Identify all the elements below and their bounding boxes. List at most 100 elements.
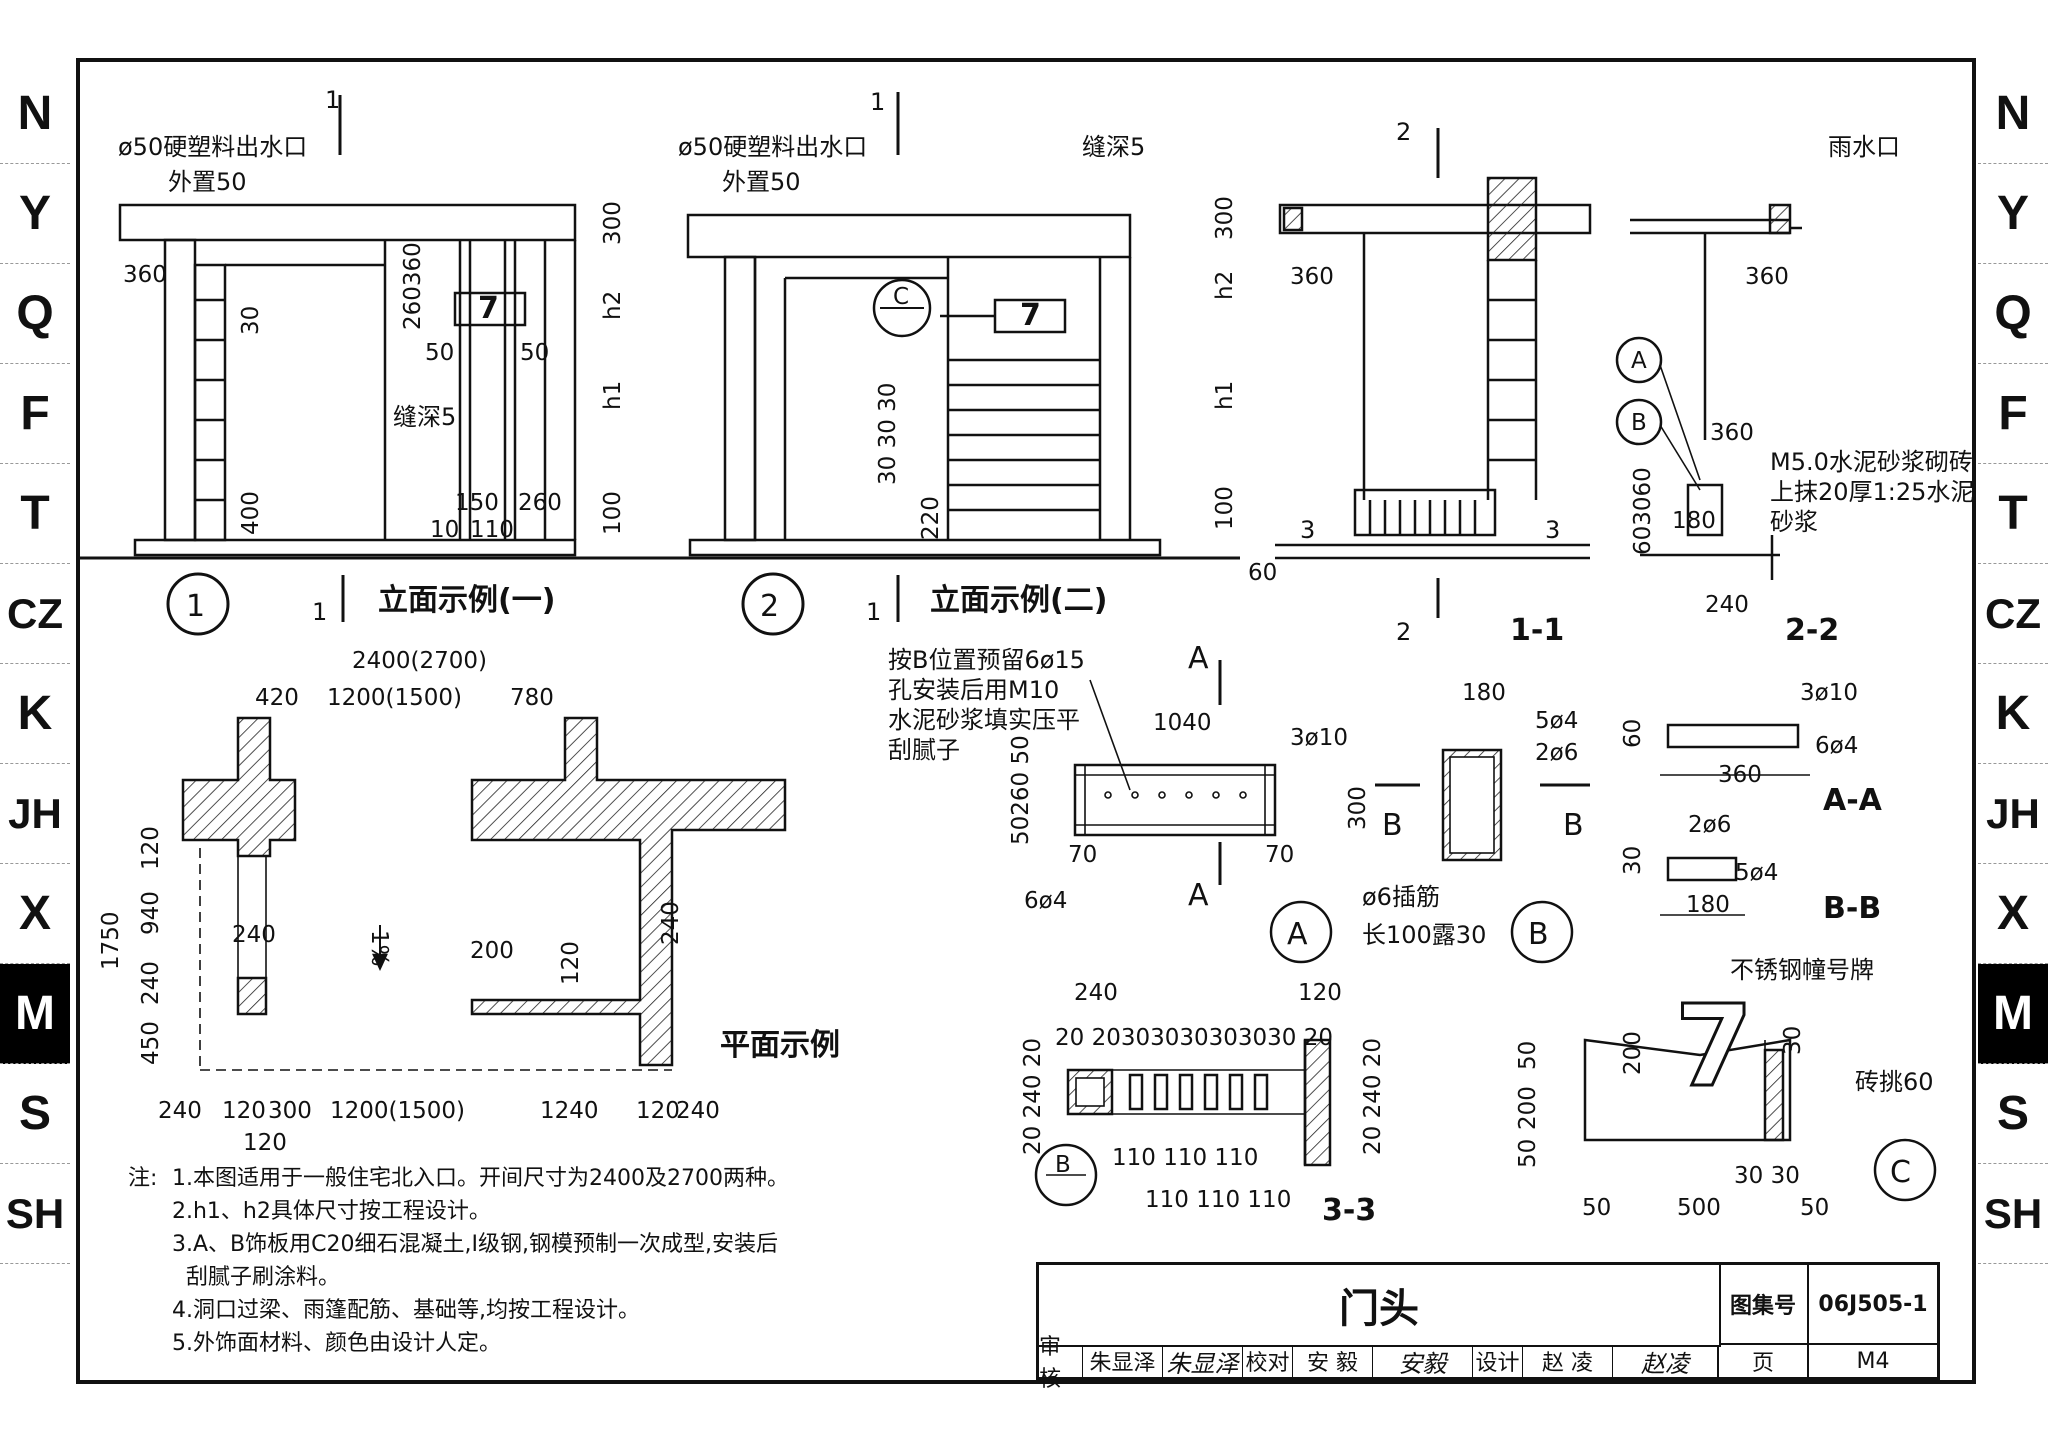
masonry-note-2: 上抹20厚1:25水泥 (1770, 478, 1974, 506)
section-1-1-text: 2 2 360 60 3 3 300 h2 h1 100 1-1 (1212, 118, 1564, 648)
dim-10: 10 (430, 517, 459, 543)
dim-180-b: 180 (1462, 680, 1506, 706)
title-section-1-1: 1-1 (1510, 613, 1564, 648)
dim-50b-c: 50 (1515, 1139, 1541, 1168)
section-3-3 (1034, 1038, 1332, 1207)
dim-side-right-33: 20 240 20 (1360, 1038, 1386, 1155)
tab-y[interactable]: Y (0, 164, 70, 264)
tab-x[interactable]: X (0, 864, 70, 964)
tab-cz[interactable]: CZ (0, 564, 70, 664)
dim-30a-c: 30 (1780, 1026, 1806, 1055)
dim-110-row2: 110 110 110 (1145, 1187, 1291, 1213)
plate-number-1: 7 (478, 291, 499, 326)
dim-70a: 70 (1068, 842, 1097, 868)
cut-b-right: B (1563, 808, 1584, 843)
note-5: 5.外饰面材料、颜色由设计人定。 (172, 1331, 501, 1356)
dim-110-row1: 110 110 110 (1112, 1145, 1258, 1171)
elevation-1-title: 1 1 立面示例(一) (166, 572, 555, 636)
dim-120-bottom: 120 (222, 1098, 266, 1124)
design-label: 设计 (1473, 1345, 1523, 1377)
masonry-note-1: M5.0水泥砂浆砌砖 (1770, 448, 1973, 476)
tab-x-right[interactable]: X (1978, 864, 2048, 964)
dim-360-22a: 360 (1745, 264, 1789, 290)
dim-50a: 50 (425, 340, 454, 366)
tab-s[interactable]: S (0, 1064, 70, 1164)
page-number: M4 (1856, 1348, 1890, 1374)
dim-50c-c: 50 (1582, 1195, 1611, 1221)
dim-side-left-33: 20 240 20 (1020, 1038, 1046, 1155)
cut-3-right: 3 (1545, 516, 1560, 544)
cut-a-bottom: A (1188, 878, 1209, 913)
callout-1: 1 (186, 589, 205, 624)
dim-360-22b: 360 (1710, 420, 1754, 446)
cut-2a: 1 (870, 88, 885, 116)
masonry-note-3: 砂浆 (1770, 508, 1818, 536)
dim-120-33: 120 (1298, 980, 1342, 1006)
review-label: 审核 (1039, 1335, 1083, 1392)
cut-1b: 1 (312, 598, 327, 626)
tab-jh-right[interactable]: JH (1978, 764, 2048, 864)
dim-h2-11: h2 (1212, 271, 1238, 300)
note-3-cont: 刮腻子刷涂料。 (186, 1265, 341, 1290)
dim-30-30-c: 30 30 (1734, 1163, 1800, 1189)
dim-360-1: 360 (123, 262, 167, 288)
cut-b-left: B (1382, 808, 1403, 843)
tab-k[interactable]: K (0, 664, 70, 764)
tab-sh-right[interactable]: SH (1978, 1164, 2048, 1264)
tab-jh[interactable]: JH (0, 764, 70, 864)
detail-a-note-4: 刮腻子 (888, 736, 960, 764)
plan-view (181, 716, 787, 1071)
tab-n[interactable]: N (0, 64, 70, 164)
note-4: 4.洞口过梁、雨篷配筋、基础等,均按工程设计。 (172, 1298, 640, 1323)
elevation-2-text: 1 ø50硬塑料出水口 外置50 缝深5 7 C 30 30 30 220 (678, 88, 1145, 540)
outlet-ext-1: 外置50 (168, 168, 247, 196)
elevation-1 (118, 95, 577, 557)
dim-220: 220 (918, 496, 944, 540)
tab-m[interactable]: M (0, 964, 70, 1064)
tab-y-right[interactable]: Y (1978, 164, 2048, 264)
tab-f[interactable]: F (0, 364, 70, 464)
tab-n-right[interactable]: N (1978, 64, 2048, 164)
dim-50a-c: 50 (1515, 1041, 1541, 1070)
title-plan: 平面示例 (720, 1028, 840, 1063)
dim-400: 400 (238, 491, 264, 535)
note-1: 1.本图适用于一般住宅北入口。开间尺寸为2400及2700两种。 (172, 1166, 789, 1191)
tab-t[interactable]: T (0, 464, 70, 564)
dim-120b-bottom: 120 (636, 1098, 680, 1124)
callout-detail-c: C (1890, 1155, 1911, 1190)
dim-200b-c: 200 (1515, 1086, 1541, 1130)
tab-q[interactable]: Q (0, 264, 70, 364)
plan-text: 2400(2700) 420 1200(1500) 780 1750 120 9… (98, 648, 840, 1156)
tab-t-right[interactable]: T (1978, 464, 2048, 564)
dim-mid-bottom: 1200(1500) (330, 1098, 465, 1124)
tab-cz-right[interactable]: CZ (1978, 564, 2048, 664)
dim-240-22: 240 (1705, 592, 1749, 618)
rain-outlet-note: 雨水口 (1828, 133, 1900, 161)
tab-k-right[interactable]: K (1978, 664, 2048, 764)
dim-300-1: 300 (600, 201, 626, 245)
note-2: 2.h1、h2具体尺寸按工程设计。 (172, 1199, 491, 1224)
detail-a-note-1: 按B位置预留6ø15 (888, 646, 1085, 674)
tab-s-right[interactable]: S (1978, 1064, 2048, 1164)
tab-q-right[interactable]: Q (1978, 264, 2048, 364)
section-a-a (1660, 723, 1810, 916)
tab-m-right[interactable]: M (1978, 964, 2048, 1064)
dim-450: 450 (138, 1021, 164, 1065)
side-index-right: N Y Q F T CZ K JH X M S SH (1978, 64, 2048, 1264)
plate-number-c: 7 (1675, 982, 1753, 1112)
tab-sh[interactable]: SH (0, 1164, 70, 1264)
title-block: 门头 图集号 06J505-1 审核 朱显泽 朱显泽 校对 安 毅 安毅 设计 … (1036, 1262, 1940, 1392)
number-plate-1 (453, 291, 527, 327)
cut-1a: 1 (325, 86, 340, 114)
tab-f-right[interactable]: F (1978, 364, 2048, 464)
title-elevation-2: 立面示例(二) (930, 583, 1107, 618)
section-3-3-text: 240 120 20 20303030303030 20 20 240 20 2… (1020, 980, 1386, 1228)
dim-3phi10-a: 3ø10 (1290, 725, 1348, 751)
dim-top-seq-33: 20 20303030303030 20 (1055, 1025, 1333, 1051)
dim-110: 110 (470, 517, 514, 543)
outlet-note-1: ø50硬塑料出水口 (118, 133, 307, 161)
dim-50b: 50 (520, 340, 549, 366)
dim-200-inner: 200 (470, 938, 514, 964)
dim-420: 420 (255, 685, 299, 711)
